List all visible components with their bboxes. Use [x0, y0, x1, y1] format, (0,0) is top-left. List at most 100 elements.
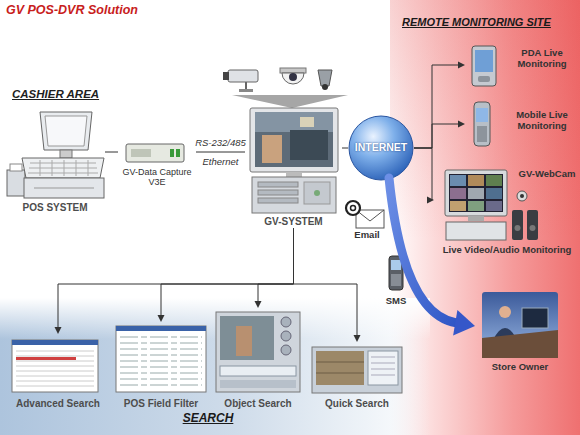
store-shelves [316, 362, 364, 373]
device-node: Mobile Live Monitoring [465, 100, 577, 148]
result-panel [368, 351, 398, 385]
connector [255, 228, 294, 308]
playback-bar [220, 380, 296, 388]
control-knob [281, 317, 291, 327]
webcam-lens [520, 194, 524, 198]
mobile-phone [474, 102, 490, 146]
cash-drawer [24, 178, 104, 198]
phone-screen [391, 260, 401, 270]
device-node: Store Owner [475, 288, 565, 376]
search-band: SEARCHAdvanced SearchPOS Field FilterObj… [0, 298, 430, 435]
device-panel [131, 149, 151, 157]
tower-panel [304, 182, 330, 204]
receipt-paper [10, 164, 22, 171]
mobile-keypad [477, 126, 487, 142]
video-tile [468, 188, 484, 199]
drive-bay [258, 182, 298, 187]
area-label: CASHIER AREA [12, 88, 99, 100]
field-filter-screen [116, 326, 206, 392]
pda-device [472, 46, 496, 86]
node-label: GV-WebCam [516, 169, 578, 180]
video-tile [450, 175, 466, 186]
speaker [527, 210, 538, 240]
device-node: PDA Live Monitoring [465, 42, 577, 88]
dvr-monitor [250, 108, 338, 172]
camera-feed-arrow [232, 95, 348, 108]
live-screen [449, 174, 503, 212]
node-label: Store Owner [475, 362, 565, 373]
connector-line [196, 152, 245, 153]
drive-bay [258, 190, 298, 195]
video-tile [468, 201, 484, 211]
camera-mount [245, 82, 247, 90]
device-node: GV-SYSTEM [245, 106, 342, 228]
device-node: GV-WebCamLive Video/Audio Monitoring [434, 165, 580, 267]
screen-scene [300, 117, 314, 127]
video-tile [486, 175, 502, 186]
node-label: SMS [380, 296, 412, 307]
connector [105, 152, 118, 153]
dvr-tower [252, 177, 336, 213]
pos-stand [60, 150, 72, 158]
node-label: POS SYSTEM [5, 202, 105, 214]
connector-line [105, 152, 118, 153]
sms-phone [389, 256, 403, 290]
dome-plate [280, 68, 306, 73]
video-tile [486, 188, 502, 199]
dome-camera [282, 73, 304, 84]
device-node: GV-Data Capture V3E [118, 140, 196, 196]
connector-line [258, 228, 294, 302]
speaker [512, 210, 523, 240]
pos-keyboard [22, 158, 104, 178]
connector-line [342, 148, 348, 149]
device-node: Email [344, 200, 390, 244]
screen-scene [262, 135, 282, 163]
at-symbol [346, 201, 360, 215]
owner-head [499, 306, 511, 318]
pc-unit [446, 222, 506, 240]
owner-scene [482, 292, 558, 358]
band-heading: REMOTE MONITORING SITE [402, 16, 578, 29]
monitor-stand [468, 216, 484, 221]
node-label: GV-SYSTEM [245, 216, 342, 228]
node-label: Email [344, 230, 390, 241]
camera-lens [223, 72, 229, 80]
edge-label: RS-232/485 Ethernet [194, 133, 248, 171]
internet-circle: INTERNET [348, 115, 414, 181]
monitor-stand [286, 172, 302, 177]
pda-screen [475, 50, 493, 72]
video-frame [220, 316, 274, 360]
band-heading: SEARCH [172, 412, 244, 426]
video-tile [450, 188, 466, 199]
highlight-row [16, 357, 76, 360]
device-node: SMS [380, 252, 412, 310]
owner-desk [482, 330, 558, 358]
node-label: PDA Live Monitoring [507, 48, 577, 70]
speed-camera-lens [322, 84, 328, 90]
node-label: Live Video/Audio Monitoring [434, 245, 580, 256]
video-frame [316, 351, 364, 385]
webcam [517, 191, 527, 201]
capture-device [126, 144, 184, 162]
playback-bar [220, 366, 296, 376]
video-subject [236, 326, 252, 356]
drawer-line [34, 188, 94, 189]
internet-globe [349, 116, 413, 180]
mobile-screen [476, 108, 488, 122]
device-node: POS SYSTEM [5, 108, 105, 214]
live-monitor [445, 170, 507, 216]
pos-keys [28, 160, 98, 176]
result-rows [371, 357, 395, 375]
connector [196, 152, 245, 153]
speaker-cone [530, 225, 536, 231]
speed-camera [318, 70, 332, 86]
device-port [176, 149, 180, 157]
screen-scene [255, 112, 333, 132]
box-camera [228, 70, 258, 82]
pda-button [478, 76, 490, 82]
screen-node: POS Field Filter [112, 322, 210, 414]
control-knob [281, 331, 291, 341]
window-titlebar [116, 326, 206, 331]
at-symbol [351, 206, 356, 211]
